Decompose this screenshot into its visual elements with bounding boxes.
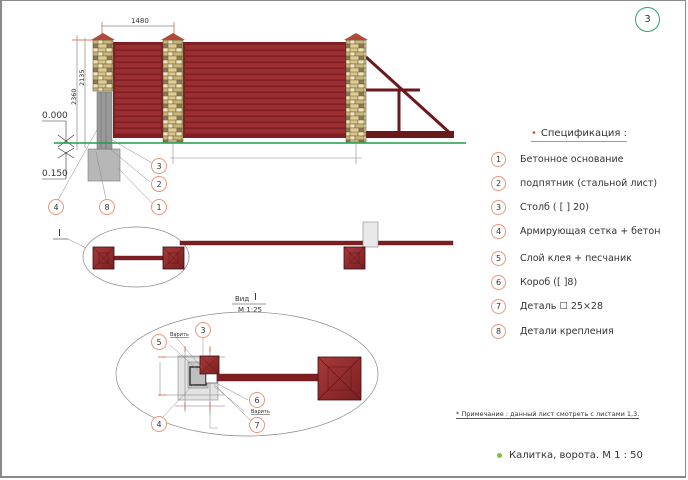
panel-slat — [185, 75, 345, 80]
svg-text:2: 2 — [156, 180, 161, 189]
svg-text:7: 7 — [254, 421, 259, 430]
panel-slat — [115, 105, 161, 110]
panel-slat — [115, 93, 161, 98]
detail-pillar — [199, 355, 220, 375]
elevation-callouts: 3 2 1 4 8 — [48, 158, 167, 215]
plan-pillar-2 — [162, 246, 185, 270]
detail-view-ellipse — [115, 311, 379, 437]
view-label: Вид — [235, 295, 249, 303]
caption-bullet-icon — [497, 452, 502, 458]
plan-catcher — [362, 221, 379, 248]
detail-callout-4: 4 — [151, 416, 167, 432]
svg-text:8: 8 — [104, 203, 109, 212]
weld-annotation-2: Варить — [251, 409, 270, 415]
panel-slat — [115, 111, 161, 116]
sheet-number-badge: 3 — [635, 7, 660, 32]
gate-counterweight-frame — [364, 55, 452, 135]
bullet-icon: • — [531, 128, 537, 139]
panel-slat — [115, 75, 161, 80]
panel-slat — [185, 57, 345, 62]
detail-far-pillar — [317, 356, 362, 401]
callout-2: 2 — [151, 176, 167, 192]
svg-text:3: 3 — [200, 326, 205, 335]
detail-callout-6: 6 — [249, 392, 265, 408]
drawing-caption: Калитка, ворота. М 1 : 50 — [497, 450, 643, 461]
panel-slat — [185, 111, 345, 116]
callout-1: 1 — [151, 199, 167, 215]
panel-slat — [115, 51, 161, 56]
panel-slat — [115, 81, 161, 86]
svg-text:1: 1 — [156, 203, 161, 212]
detail-callout-7: 7 — [249, 417, 265, 433]
level-bottom-label: 0.150 — [42, 169, 68, 179]
panel-slat — [185, 81, 345, 86]
svg-text:6: 6 — [254, 396, 259, 405]
panel-slat — [185, 69, 345, 74]
weld-annotation-1: Варить — [170, 332, 189, 338]
detail-ellipse — [82, 226, 190, 288]
detail-callout-5: 5 — [151, 334, 167, 350]
plan-view: I — [53, 221, 454, 288]
dim-height-total-label: 2360 — [70, 88, 78, 105]
panel-slat — [185, 51, 345, 56]
post-column — [96, 91, 113, 150]
concrete-foundation — [87, 148, 121, 182]
callout-3: 3 — [151, 158, 167, 174]
view-scale: М 1:25 — [238, 306, 262, 314]
panel-slat — [185, 123, 345, 128]
detail-callout-3: 3 — [195, 322, 211, 338]
dim-width-label: 1480 — [131, 17, 149, 25]
section-mark: I — [58, 228, 61, 239]
panel-slat — [115, 99, 161, 104]
panel-slat — [185, 93, 345, 98]
panel-slat — [115, 63, 161, 68]
svg-text:4: 4 — [156, 420, 161, 429]
panel-slat — [115, 57, 161, 62]
note: * Примечание : данный лист смотреть с ли… — [456, 410, 640, 419]
panel-slat — [115, 87, 161, 92]
view-mark: I — [254, 292, 257, 303]
panel-slat — [185, 87, 345, 92]
plan-gate-track — [179, 240, 454, 246]
plan-pillar-1 — [92, 246, 115, 270]
panel-slat — [185, 117, 345, 122]
panel-slat — [185, 45, 345, 50]
gate-elevation: 1480 2360 2135 0.000 0.150 — [42, 17, 466, 204]
callout-8: 8 — [99, 199, 115, 215]
panel-slat — [185, 129, 345, 134]
svg-text:3: 3 — [156, 162, 161, 171]
panel-slat — [185, 105, 345, 110]
pillar-left — [91, 33, 115, 92]
panel-slat — [115, 129, 161, 134]
specification-title: •Спецификация : — [531, 128, 627, 142]
panel-slat — [115, 45, 161, 50]
svg-text:5: 5 — [156, 338, 161, 347]
panel-slat — [185, 63, 345, 68]
panel-slat — [115, 117, 161, 122]
pillar-middle — [161, 33, 185, 143]
detail-view: Вид I М 1:25 — [115, 292, 379, 437]
panel-slat — [115, 69, 161, 74]
panel-slat — [115, 123, 161, 128]
dim-height-pillar-label: 2135 — [78, 69, 86, 86]
callout-4: 4 — [48, 199, 64, 215]
level-top-label: 0.000 — [42, 111, 68, 121]
svg-text:4: 4 — [53, 203, 58, 212]
pillar-right — [344, 33, 368, 143]
panel-slat — [185, 99, 345, 104]
plan-pillar-3 — [343, 246, 366, 270]
